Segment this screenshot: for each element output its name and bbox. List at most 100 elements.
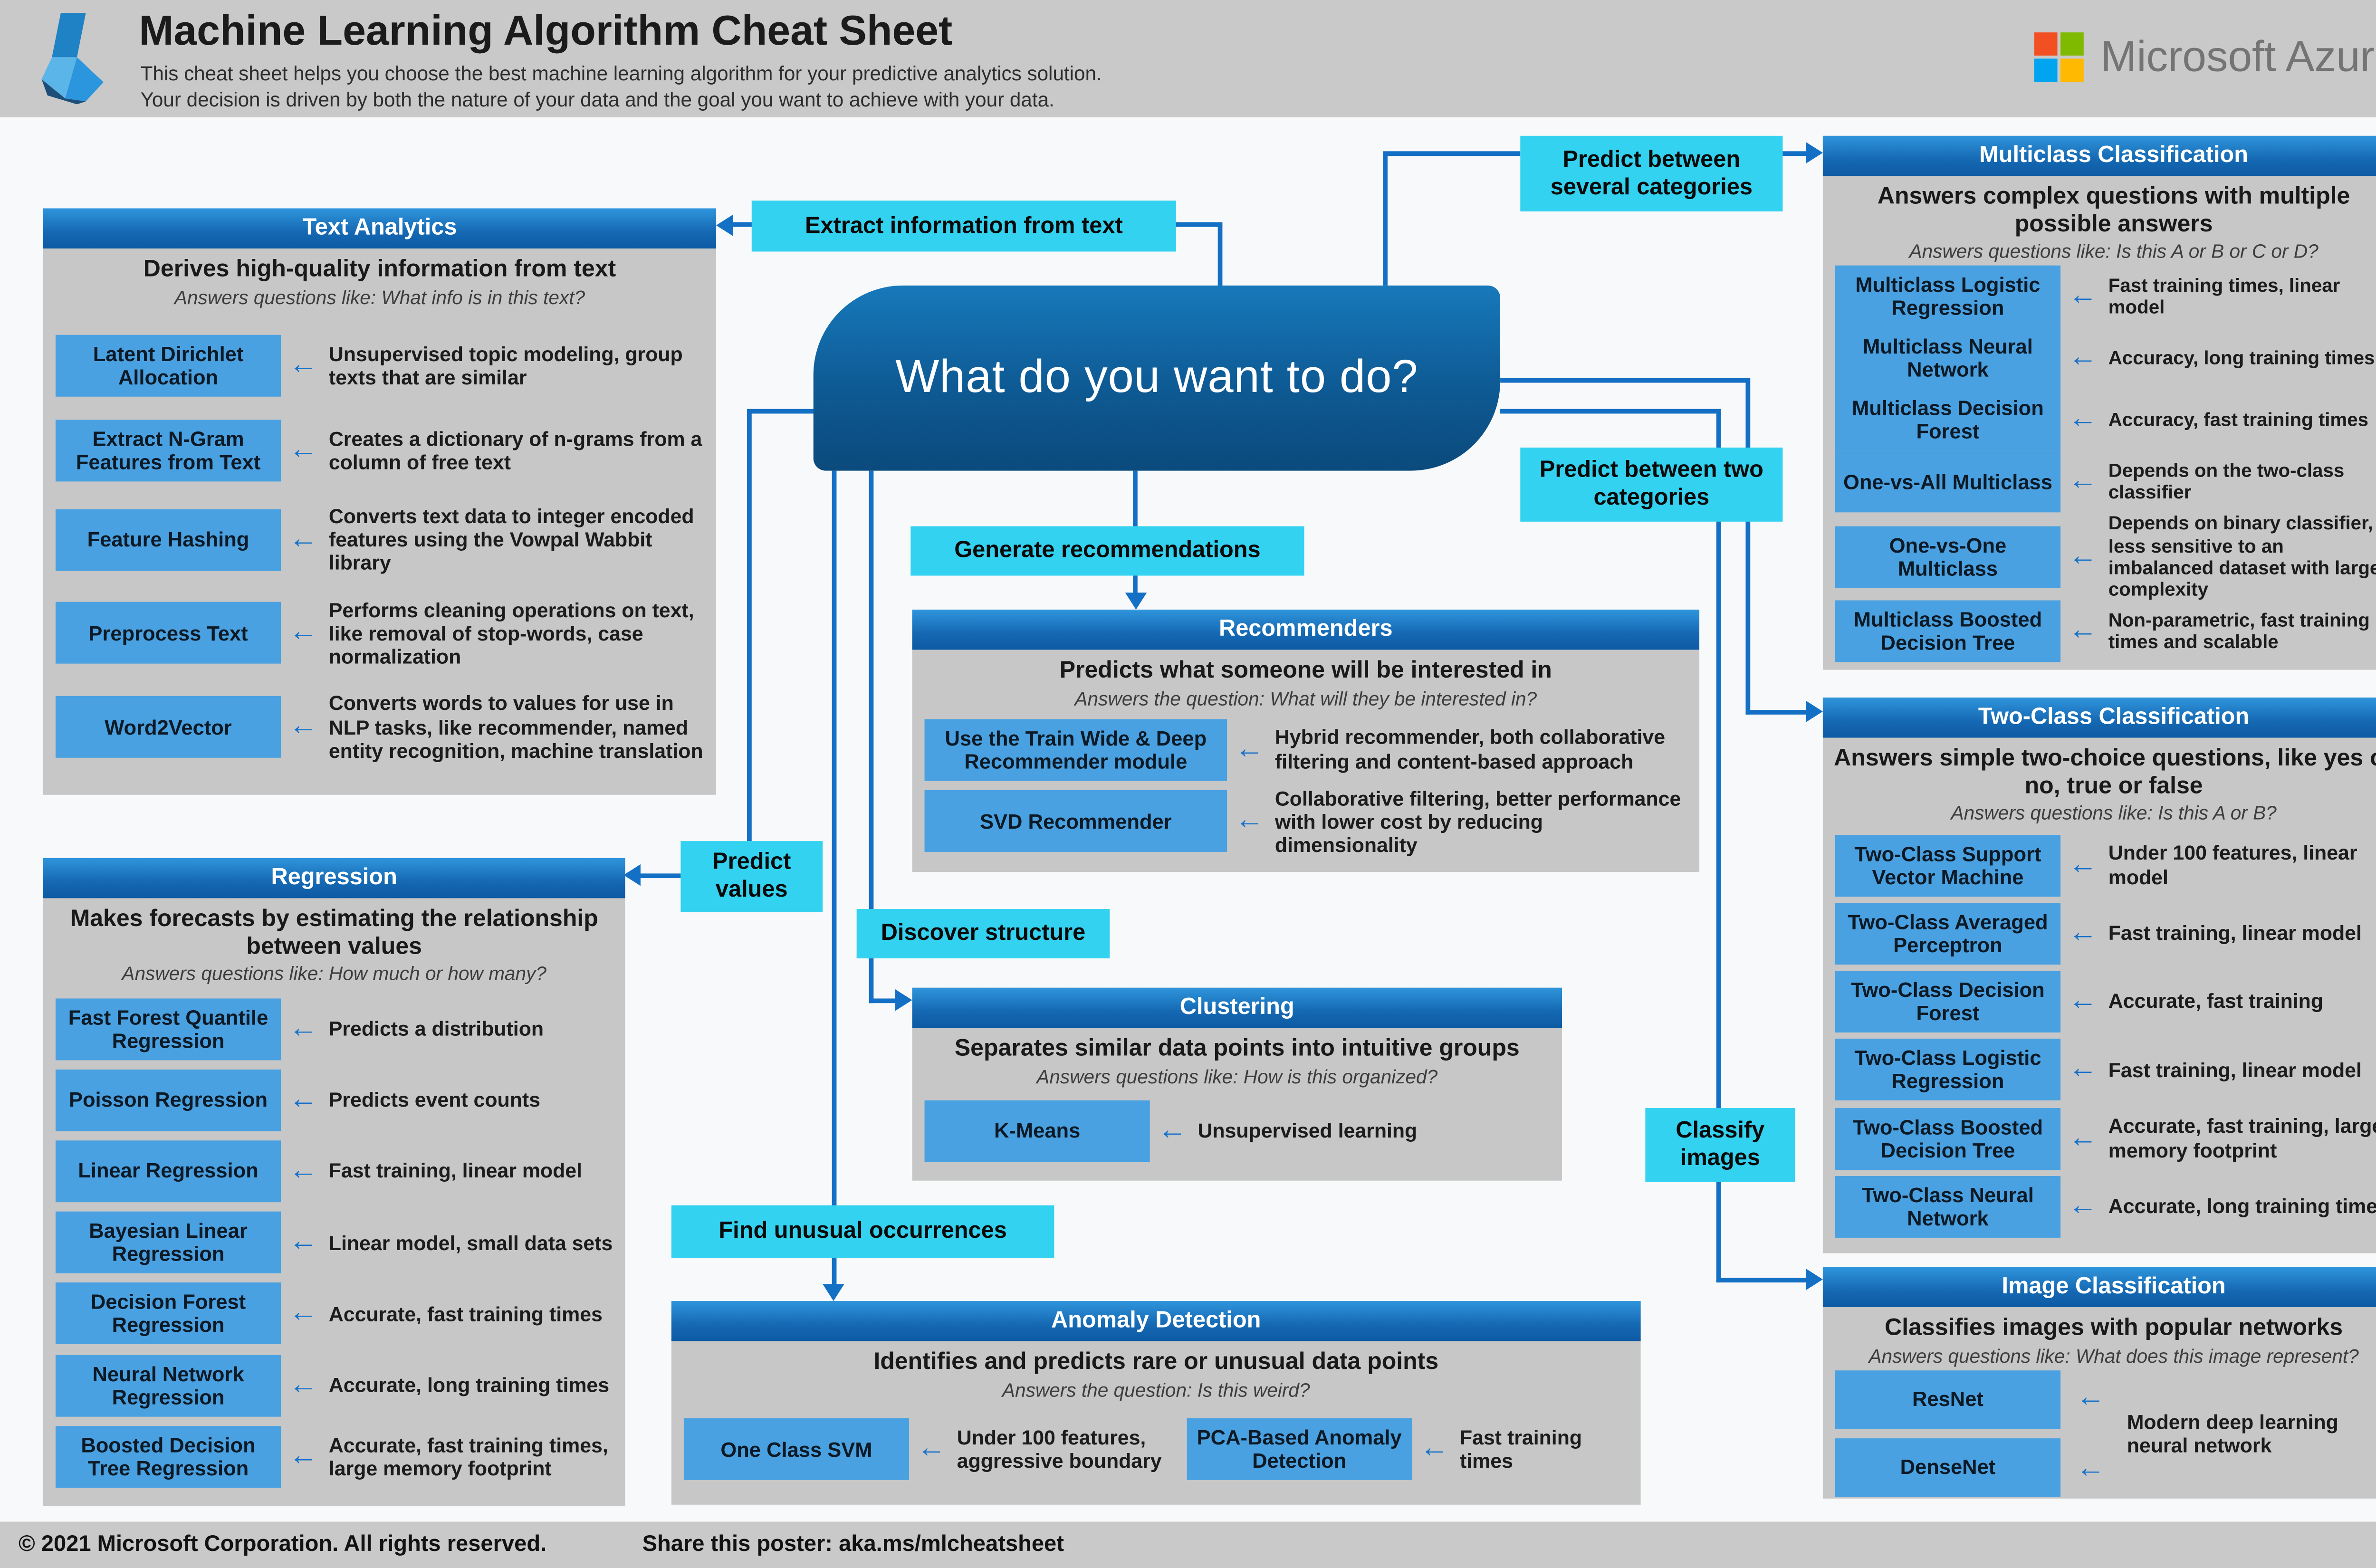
algorithm-description: Unsupervised topic modeling, group texts… xyxy=(328,342,683,389)
panel-recommenders: Recommenders Predicts what someone will … xyxy=(912,609,1700,872)
algorithm-description: Accurate, fast training times, large mem… xyxy=(328,1433,608,1480)
algorithm-description: Unsupervised learning xyxy=(1198,1119,1418,1143)
ms-red-square xyxy=(2034,32,2058,56)
connector xyxy=(1383,151,1521,156)
label-predict-between-several-categories: Predict between several categories xyxy=(1520,135,1783,211)
ms-blue-square xyxy=(2034,58,2058,82)
algorithm-box: Two-Class Support Vector Machine xyxy=(1835,834,2061,896)
page-subtitle: This cheat sheet helps you choose the be… xyxy=(141,62,1102,114)
panel-heading: Predicts what someone will be interested… xyxy=(1059,657,1552,684)
algorithm-description: Accuracy, fast training times xyxy=(2108,409,2369,431)
algorithm-row: Two-Class Decision Forest← Accurate, fast… xyxy=(1835,971,2376,1033)
algorithm-row: Linear Regression←Fast training, linear … xyxy=(55,1140,613,1203)
left-arrow-icon: ← xyxy=(1158,1114,1187,1147)
connector xyxy=(1745,710,1809,715)
algorithm-row: Preprocess Text←Performs cleaning operat… xyxy=(55,598,704,669)
algorithm-box: Two-Class Boosted Decision Tree xyxy=(1835,1107,2061,1169)
algorithm-row: Decision Forest Regression←Accurate, fas… xyxy=(55,1283,613,1345)
algorithm-list: One Class SVM←Under 100 features, aggres… xyxy=(671,1404,1641,1505)
arrow-left-icon xyxy=(716,214,733,236)
algorithm-description: Accurate, fast training xyxy=(2108,990,2324,1013)
arrow-right-icon xyxy=(895,989,912,1011)
algorithm-row: Latent Dirichlet Allocation←Unsupervised… xyxy=(55,335,704,397)
algorithm-box: DenseNet xyxy=(1835,1438,2061,1497)
subtitle-line-1: This cheat sheet helps you choose the be… xyxy=(140,61,1102,85)
left-arrow-icon: ← xyxy=(1235,732,1265,765)
algorithm-description: Fast training, linear model xyxy=(2108,1058,2362,1081)
connector xyxy=(747,409,752,841)
panel-question: Answers questions like: What info is in … xyxy=(174,287,585,308)
microsoft-azure-logo: Microsoft Azure xyxy=(2034,32,2376,82)
panel-text-analytics: Text Analytics Derives high-quality info… xyxy=(43,208,717,795)
header-bar: Machine Learning Algorithm Cheat Sheet T… xyxy=(0,0,2376,117)
algorithm-box: One-vs-One Multiclass xyxy=(1835,526,2061,588)
connector xyxy=(1133,470,1138,526)
left-arrow-icon: ← xyxy=(288,1439,318,1472)
algorithm-description: Accurate, long training times xyxy=(328,1373,610,1397)
connector xyxy=(869,470,874,909)
connector xyxy=(832,470,837,1287)
panel-regression: Regression Makes forecasts by estimating… xyxy=(43,858,625,1507)
algorithm-box: K-Means xyxy=(924,1100,1150,1162)
algorithm-row: Multiclass Logistic Regression←Fast trai… xyxy=(1835,266,2376,328)
algorithm-box: Boosted Decision Tree Regression xyxy=(55,1425,281,1488)
panel-question: Answers the question: What will they be … xyxy=(1074,688,1537,710)
algorithm-list: Latent Dirichlet Allocation←Unsupervised… xyxy=(43,311,716,795)
algorithm-row: Multiclass Neural Network←Accuracy, long… xyxy=(1835,327,2376,390)
panel-multiclass-classification: Multiclass Classification Answers comple… xyxy=(1822,135,2376,670)
arrow-down-icon xyxy=(1125,593,1147,610)
connector xyxy=(750,409,818,414)
left-arrow-icon: ← xyxy=(2068,1053,2098,1086)
left-arrow-icon: ← xyxy=(288,523,318,555)
share-link[interactable]: Share this poster: aka.ms/mlcheatsheet xyxy=(642,1532,1064,1558)
algorithm-row: Use the Train Wide & Deep Recommender mo… xyxy=(924,718,1687,781)
left-arrow-icon: ← xyxy=(2068,465,2098,498)
left-arrow-icon: ← xyxy=(2076,1380,2106,1414)
left-arrow-icon: ← xyxy=(2068,916,2098,949)
ms-yellow-square xyxy=(2060,58,2084,82)
copyright-text: © 2021 Microsoft Corporation. All rights… xyxy=(18,1532,547,1558)
panel-heading: Makes forecasts by estimating the relati… xyxy=(70,906,598,960)
connector xyxy=(1782,151,1809,156)
algorithm-row: Boosted Decision Tree Regression← Accurat… xyxy=(55,1425,613,1488)
algorithm-list: K-Means← Unsupervised learning xyxy=(912,1090,1562,1180)
algorithm-box: ResNet xyxy=(1835,1370,2061,1429)
algorithm-list: ResNet DenseNet ← ← Modern deep learning… xyxy=(1823,1370,2376,1506)
algorithm-description: Depends on binary classifier, less sensi… xyxy=(2108,513,2376,601)
algorithm-box: Multiclass Logistic Regression xyxy=(1835,266,2061,328)
algorithm-description: Predicts a distribution xyxy=(328,1017,544,1041)
algorithm-box: Two-Class Logistic Regression xyxy=(1835,1039,2061,1101)
algorithm-row: One Class SVM←Under 100 features, aggres… xyxy=(683,1419,1187,1481)
algorithm-box: Bayesian Linear Regression xyxy=(55,1212,281,1274)
algorithm-box: Two-Class Averaged Perceptron xyxy=(1835,902,2061,965)
algorithm-description: Predicts event counts xyxy=(328,1088,540,1112)
algorithm-row: PCA-Based Anomaly Detection←Fast trainin… xyxy=(1187,1419,1629,1481)
connector xyxy=(1500,409,1718,414)
algorithm-description: Linear model, small data sets xyxy=(328,1231,613,1254)
footer-bar: © 2021 Microsoft Corporation. All rights… xyxy=(0,1521,2376,1568)
left-arrow-icon: ← xyxy=(2068,615,2098,648)
connector xyxy=(1176,222,1223,227)
connector xyxy=(1500,378,1747,383)
algorithm-box: One-vs-All Multiclass xyxy=(1835,451,2061,513)
panel-title: Text Analytics xyxy=(43,208,717,249)
panel-question: Answers the question: Is this weird? xyxy=(1002,1379,1310,1401)
panel-clustering: Clustering Separates similar data points… xyxy=(912,987,1562,1181)
panel-heading: Derives high-quality information from te… xyxy=(143,256,616,283)
connector xyxy=(731,222,754,227)
left-arrow-icon: ← xyxy=(2068,985,2098,1017)
label-discover-structure: Discover structure xyxy=(856,909,1110,959)
algorithm-box: Two-Class Decision Forest xyxy=(1835,971,2061,1033)
ms-green-square xyxy=(2060,32,2084,56)
panel-title: Multiclass Classification xyxy=(1822,135,2376,176)
algorithm-list: Fast Forest Quantile Regression←Predicts… xyxy=(43,988,625,1506)
connector xyxy=(1716,409,1721,1283)
panel-heading: Answers simple two-choice questions, lik… xyxy=(1834,745,2376,799)
left-arrow-icon: ← xyxy=(2076,1452,2106,1484)
algorithm-row: K-Means← Unsupervised learning xyxy=(924,1100,1550,1162)
microsoft-logo-icon xyxy=(2034,32,2084,82)
azure-ml-logo-icon xyxy=(41,13,104,105)
algorithm-description: Collaborative filtering, better performa… xyxy=(1274,786,1681,857)
algorithm-description: Under 100 features, linear model xyxy=(2108,841,2357,889)
panel-two-class-classification: Two-Class Classification Answers simple … xyxy=(1822,698,2376,1253)
